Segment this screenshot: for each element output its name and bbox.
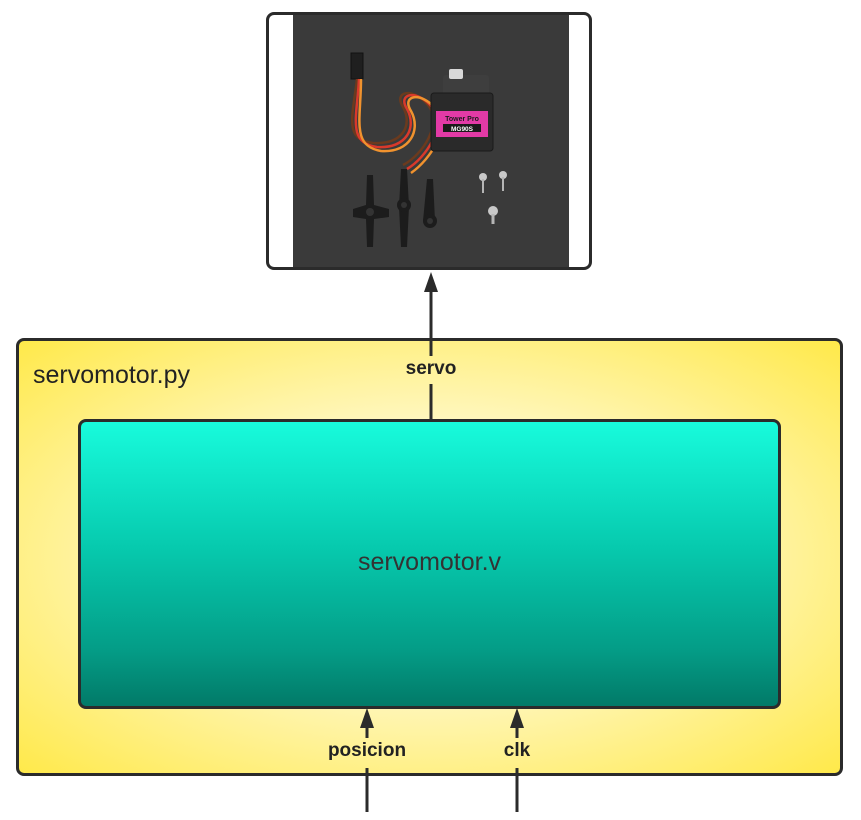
servo-top bbox=[443, 75, 489, 95]
servo-photo: Tower Pro MG90S bbox=[293, 15, 569, 267]
signal-label-servo: servo bbox=[405, 358, 457, 379]
wire-red bbox=[354, 78, 439, 171]
servo-model-text: MG90S bbox=[451, 126, 474, 133]
servo-illustration: Tower Pro MG90S bbox=[350, 52, 507, 247]
screw-1 bbox=[479, 173, 487, 193]
screw-3 bbox=[488, 206, 498, 224]
connector-plug bbox=[350, 52, 364, 80]
outer-module-title: servomotor.py bbox=[33, 361, 191, 389]
signal-label-clk: clk bbox=[503, 740, 531, 761]
servo-horn-double bbox=[397, 169, 411, 247]
servo-horn-single bbox=[423, 179, 437, 228]
inner-module-servomotor-v: servomotor.v bbox=[78, 419, 781, 709]
wire-orange bbox=[358, 78, 443, 175]
servo-horn-cross bbox=[353, 175, 389, 247]
signal-label-posicion: posicion bbox=[327, 740, 407, 761]
servo-brand-text: Tower Pro bbox=[445, 116, 479, 123]
servo-photo-frame: Tower Pro MG90S bbox=[266, 12, 592, 270]
screw-2 bbox=[499, 171, 507, 191]
servo-model-plate bbox=[443, 124, 481, 132]
arrow-servo bbox=[424, 272, 438, 292]
inner-module-title: servomotor.v bbox=[357, 548, 502, 576]
servo-shaft bbox=[449, 69, 463, 79]
wire-brown bbox=[351, 78, 435, 167]
